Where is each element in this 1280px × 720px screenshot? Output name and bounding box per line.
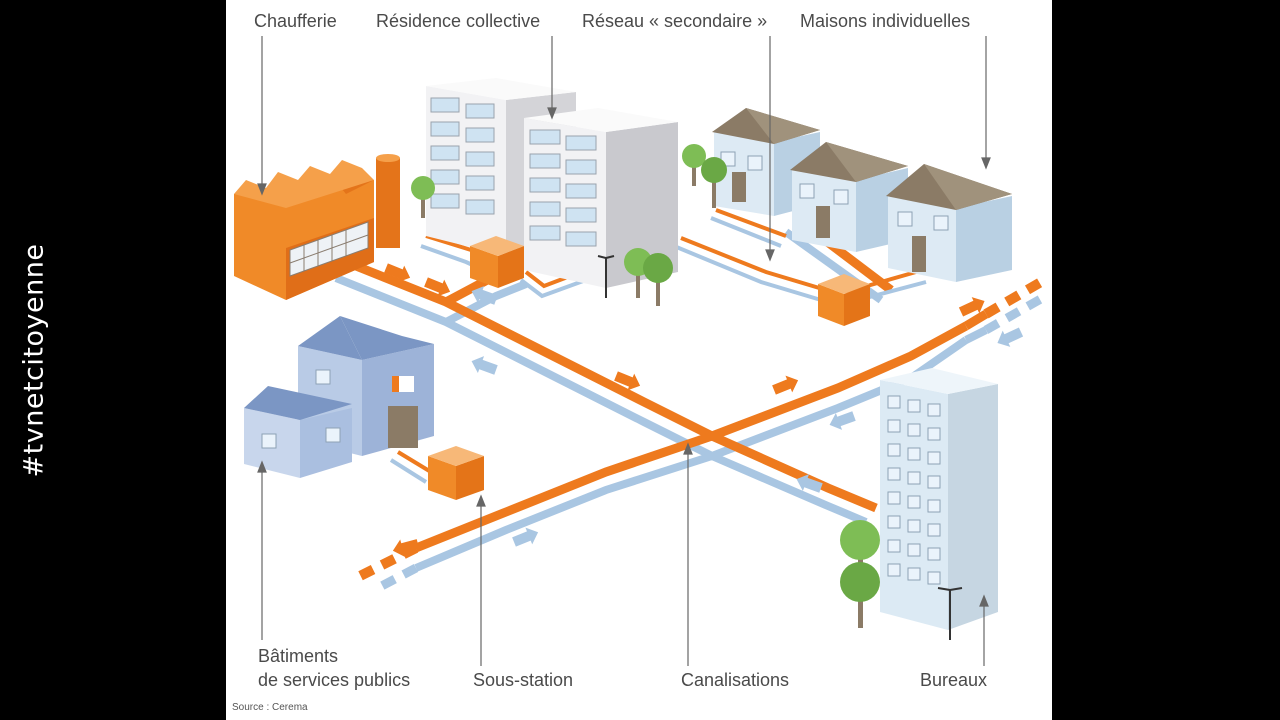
label-leader-lines bbox=[257, 36, 991, 666]
maisons-individuelles-houses bbox=[712, 108, 1012, 282]
label-bureaux: Bureaux bbox=[920, 670, 988, 690]
public-services-buildings bbox=[244, 316, 434, 478]
label-sous-station: Sous-station bbox=[473, 670, 574, 690]
label-chaufferie: Chaufferie bbox=[254, 11, 337, 31]
diagram-illustration bbox=[234, 36, 1049, 666]
substation-cubes bbox=[428, 236, 870, 500]
label-canalisations: Canalisations bbox=[681, 670, 790, 690]
label-batiments-line2: de services publics bbox=[258, 670, 411, 690]
trees bbox=[411, 144, 880, 628]
label-maisons-individuelles: Maisons individuelles bbox=[800, 11, 971, 31]
label-residence-collective: Résidence collective bbox=[376, 11, 541, 31]
cold-return-pipe-dashes bbox=[371, 292, 1049, 594]
hashtag-watermark: #tvnetcitoyenne bbox=[14, 180, 54, 540]
label-batiments-line1: Bâtiments bbox=[258, 646, 339, 666]
residence-collective-buildings bbox=[426, 78, 678, 288]
street-lamps bbox=[597, 255, 963, 640]
hashtag-text: #tvnetcitoyenne bbox=[18, 243, 50, 477]
label-reseau-secondaire: Réseau « secondaire » bbox=[582, 11, 768, 31]
chaufferie-factory bbox=[234, 154, 400, 300]
bureaux-office-tower bbox=[880, 368, 998, 630]
district-heating-diagram: Chaufferie Résidence collective Réseau «… bbox=[226, 0, 1052, 720]
hot-supply-pipe-dashes bbox=[357, 277, 1044, 581]
source-credit: Source : Cerema bbox=[232, 702, 308, 713]
